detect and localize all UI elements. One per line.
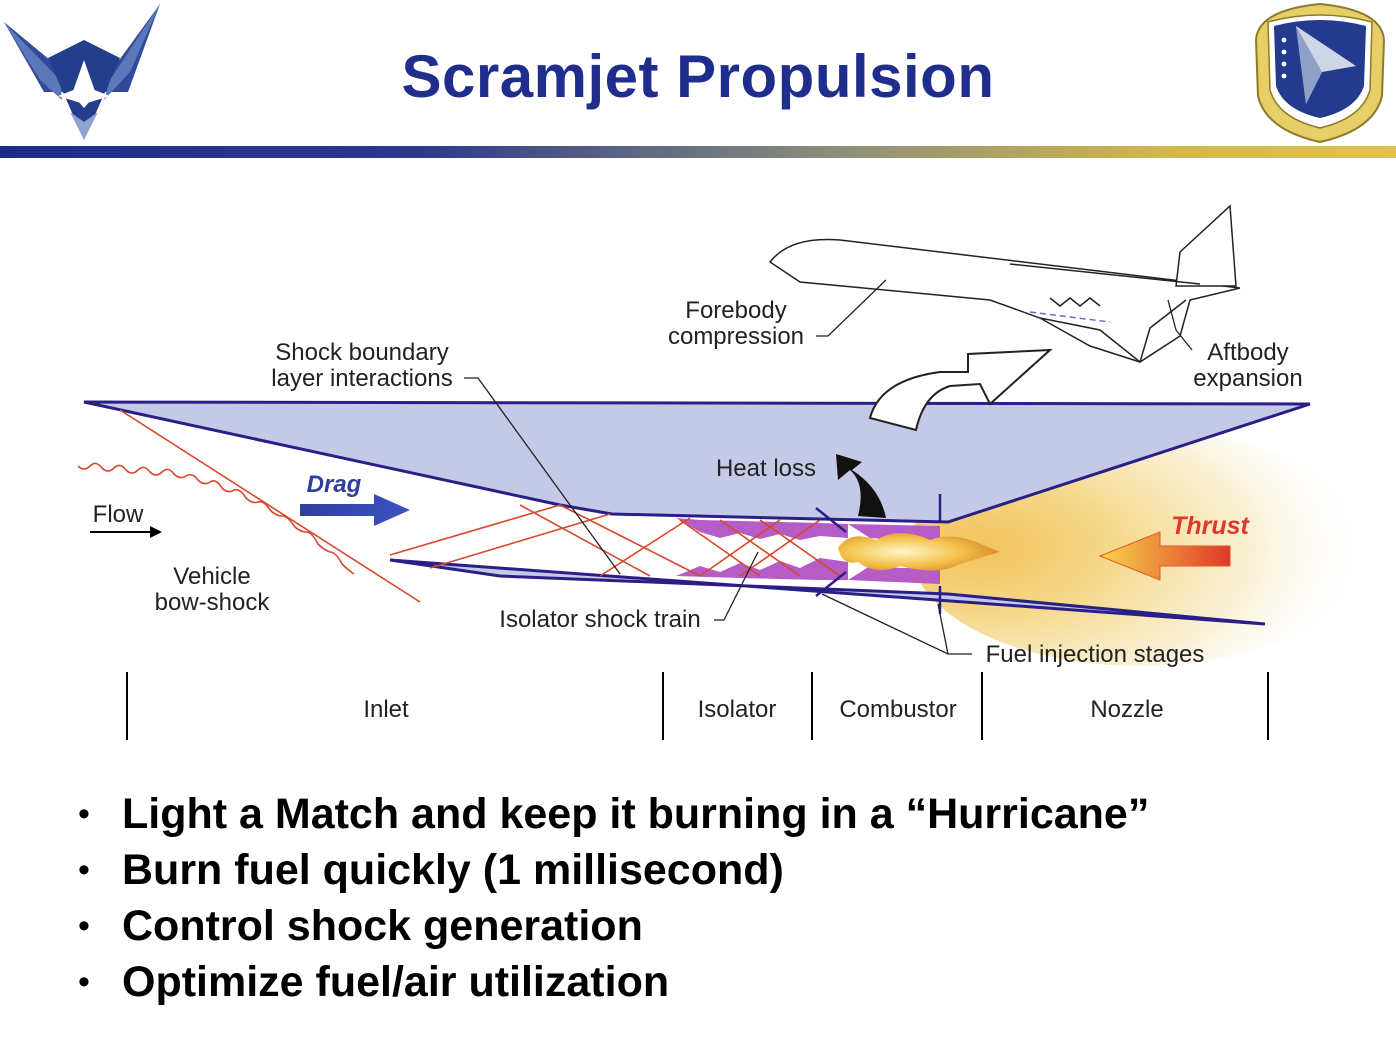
bullet-text: Burn fuel quickly (1 millisecond) bbox=[122, 846, 784, 894]
upper-engine-body bbox=[83, 400, 1311, 524]
shock-lines bbox=[119, 409, 841, 603]
bullet-text: Optimize fuel/air utilization bbox=[122, 958, 670, 1006]
afrl-shield-icon bbox=[1254, 2, 1386, 144]
header-divider bbox=[0, 146, 1396, 158]
label-flow: Flow bbox=[93, 501, 144, 528]
label-drag: Drag bbox=[307, 471, 362, 498]
section-combustor: Combustor bbox=[839, 696, 956, 723]
label-shock-boundary-line2: layer interactions bbox=[271, 365, 452, 392]
combustor-flame bbox=[838, 533, 1000, 571]
label-heat-loss: Heat loss bbox=[716, 455, 816, 482]
drag-arrow-icon bbox=[300, 494, 410, 526]
section-dividers bbox=[126, 672, 1269, 740]
section-isolator: Isolator bbox=[698, 696, 777, 723]
bullet-item: •Optimize fuel/air utilization bbox=[78, 958, 670, 1006]
label-isolator-shock-train: Isolator shock train bbox=[499, 606, 700, 633]
label-thrust: Thrust bbox=[1171, 512, 1250, 540]
scramjet-diagram: Forebody compression Aftbody expansion S… bbox=[77, 204, 1370, 740]
label-forebody-line2: compression bbox=[668, 323, 804, 350]
label-fuel-injection: Fuel injection stages bbox=[986, 641, 1205, 668]
bow-shock-wave bbox=[77, 462, 355, 575]
curved-arrow-icon bbox=[868, 348, 1053, 432]
label-aftbody-line1: Aftbody bbox=[1207, 339, 1288, 366]
label-forebody-line1: Forebody bbox=[685, 297, 786, 324]
fuel-injector-arrows bbox=[815, 494, 942, 614]
label-shock-boundary-line1: Shock boundary bbox=[275, 339, 448, 366]
section-inlet: Inlet bbox=[363, 696, 409, 723]
bullet-item: •Control shock generation bbox=[78, 902, 643, 950]
hypersonic-vehicle-sketch bbox=[768, 204, 1241, 364]
section-nozzle: Nozzle bbox=[1090, 696, 1163, 723]
air-force-wings-icon bbox=[4, 4, 160, 140]
bullet-item: •Burn fuel quickly (1 millisecond) bbox=[78, 846, 784, 894]
shock-train-lower bbox=[676, 558, 848, 580]
bullet-list: •Light a Match and keep it burning in a … bbox=[78, 786, 1149, 1010]
bullet-text: Control shock generation bbox=[122, 902, 643, 950]
shock-train-upper bbox=[676, 518, 848, 540]
slide-title: Scramjet Propulsion bbox=[401, 43, 995, 110]
bullet-item: •Light a Match and keep it burning in a … bbox=[78, 790, 1150, 838]
label-bow-shock-line1: Vehicle bbox=[173, 563, 250, 590]
label-bow-shock-line2: bow-shock bbox=[155, 589, 271, 616]
heat-loss-arrow-icon bbox=[836, 454, 886, 518]
label-aftbody-line2: expansion bbox=[1193, 365, 1302, 392]
thrust-arrow-icon bbox=[1098, 531, 1231, 581]
bullet-text: Light a Match and keep it burning in a “… bbox=[122, 790, 1150, 838]
leader-lines bbox=[464, 279, 1193, 655]
